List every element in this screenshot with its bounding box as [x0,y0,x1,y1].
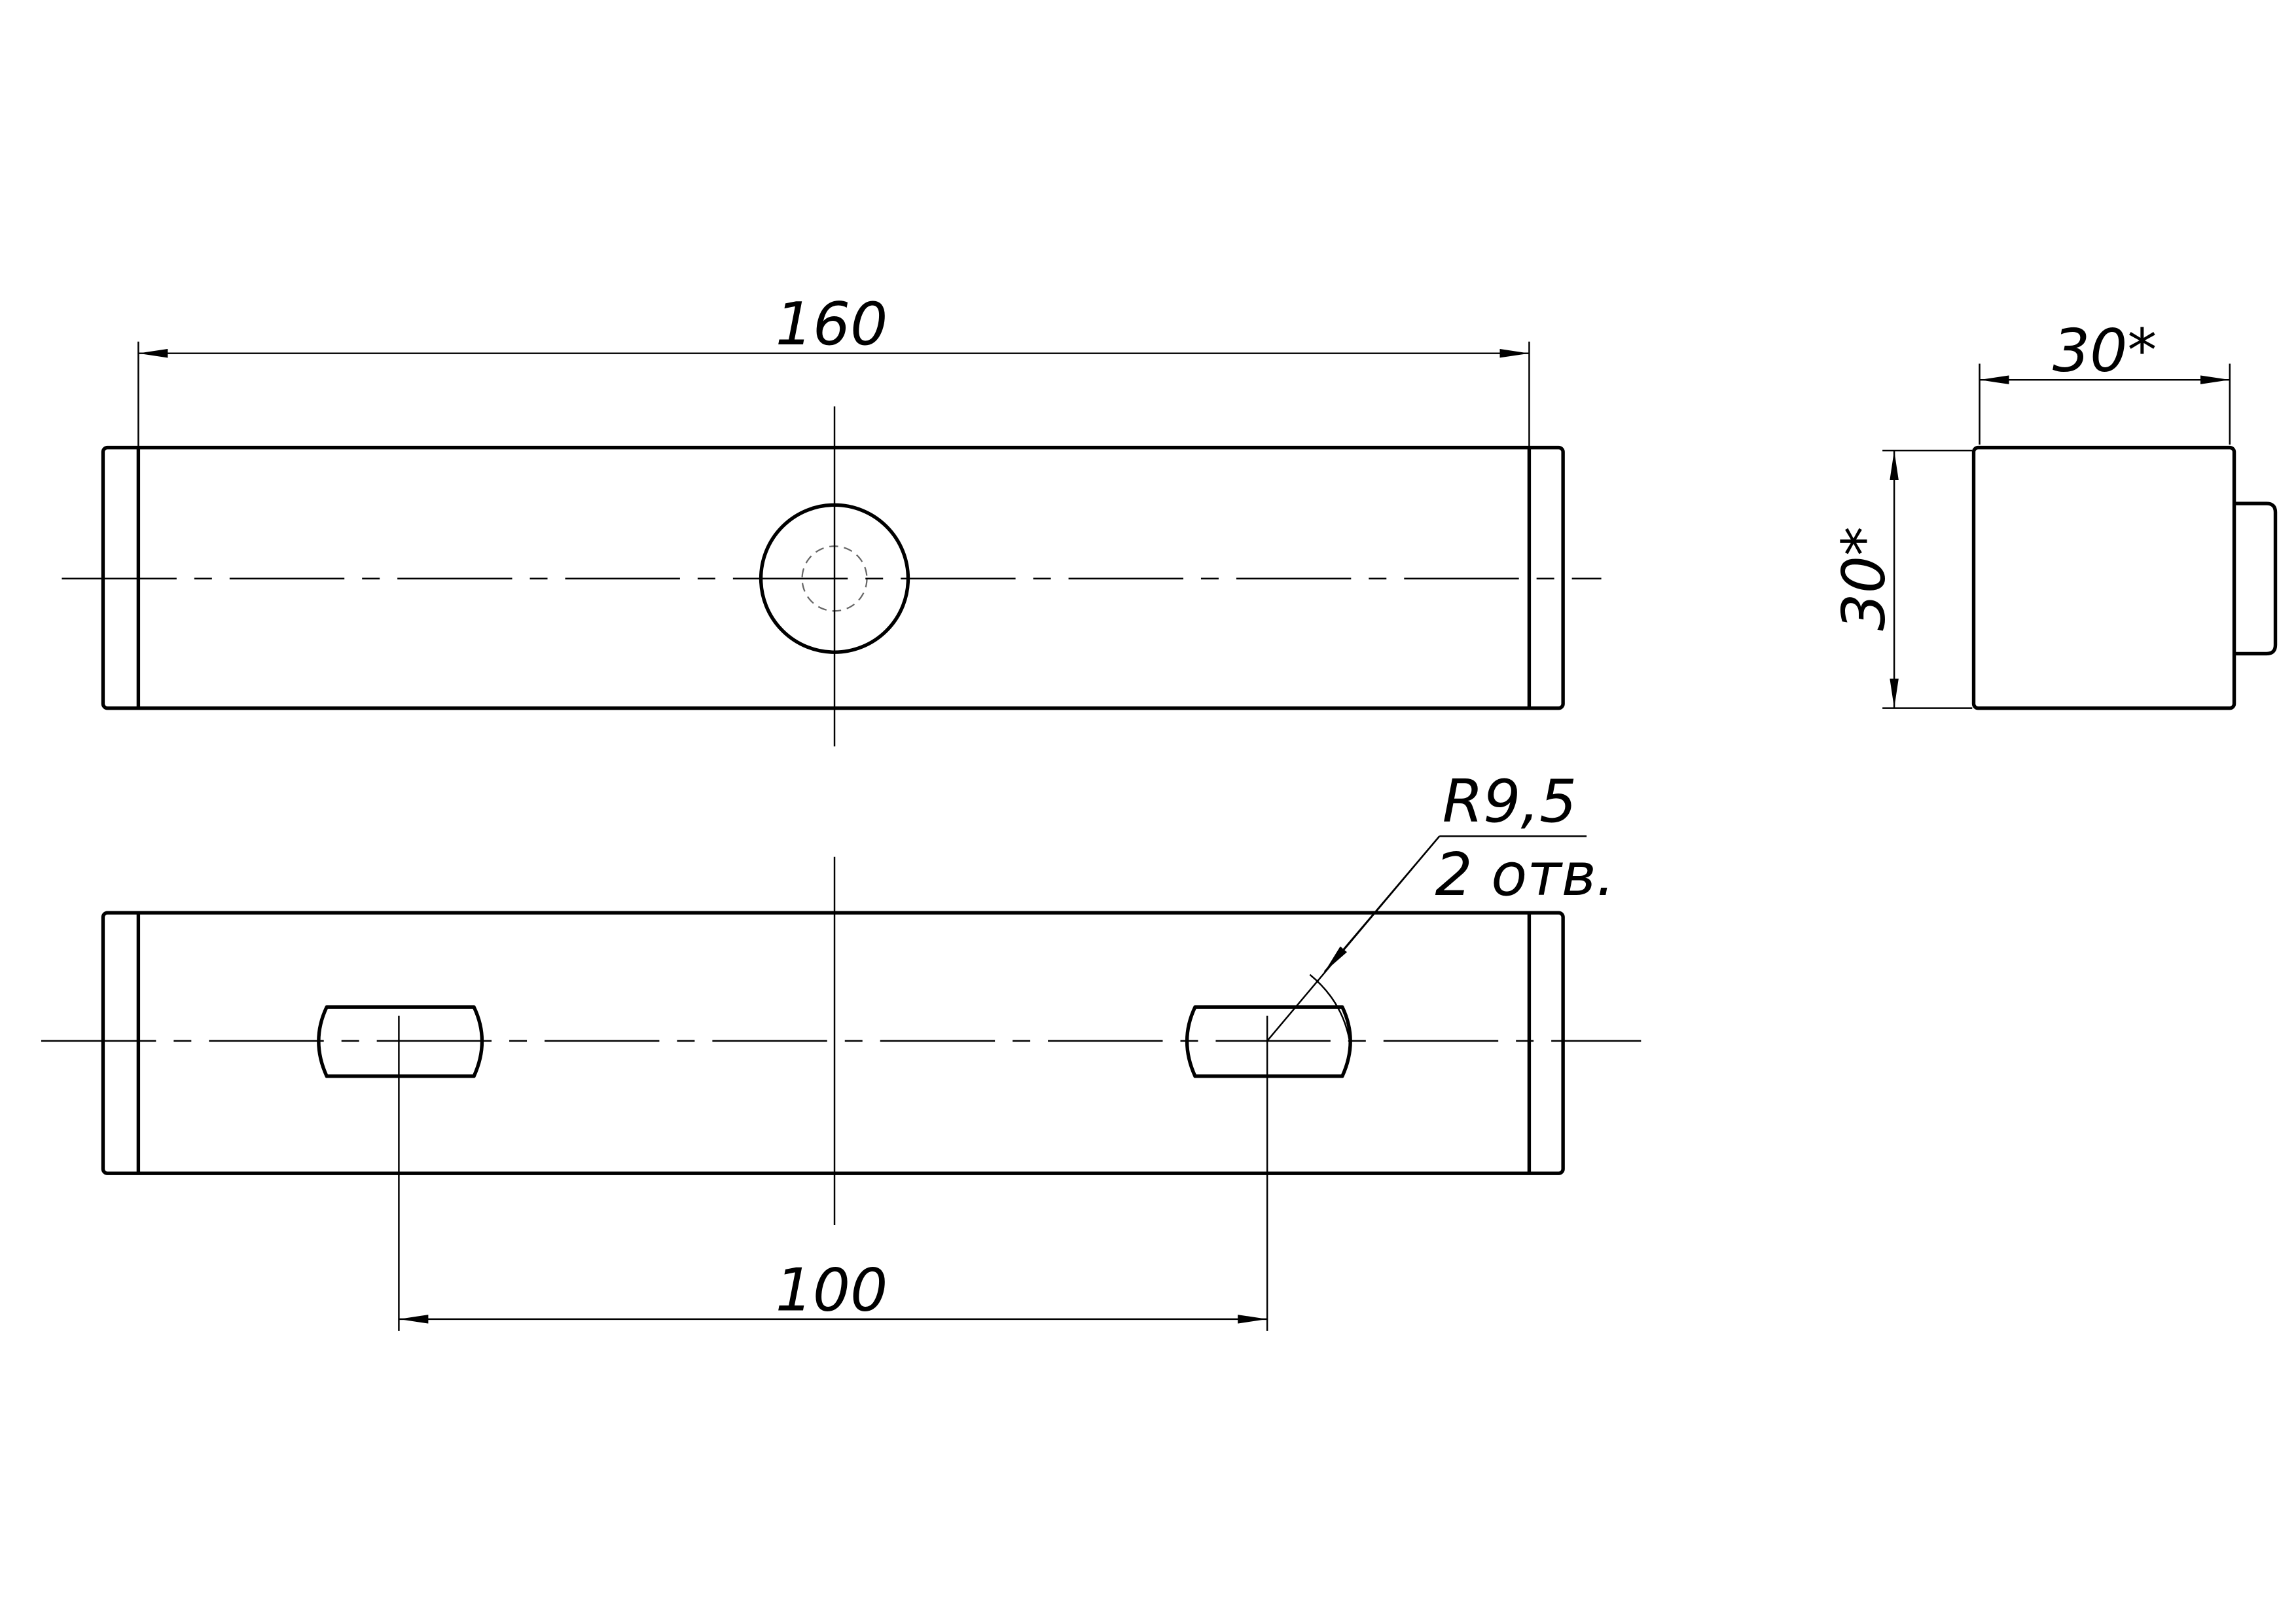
slot-left [317,1005,484,1078]
bar-outline [101,911,1565,1175]
dimension-label-100: 100 [776,1256,888,1324]
top-view: 100 R9,5 2 отв. [41,768,1641,1331]
radius-leader-arrow [1323,835,1441,972]
side-outline [1971,445,2236,710]
front-view: 160 [62,291,1602,747]
dimension-label-160: 160 [776,291,888,359]
dimension-label-width: 30* [2053,318,2157,386]
hole-count-label: 2 отв. [1435,841,1615,909]
radius-arc [1309,974,1351,1042]
radius-label: R9,5 [1443,768,1577,836]
slot-right [1185,1005,1352,1078]
dimension-label-height: 30* [1830,526,1898,630]
side-view: 30* 30* [1830,318,2278,710]
side-tab [2234,501,2278,656]
